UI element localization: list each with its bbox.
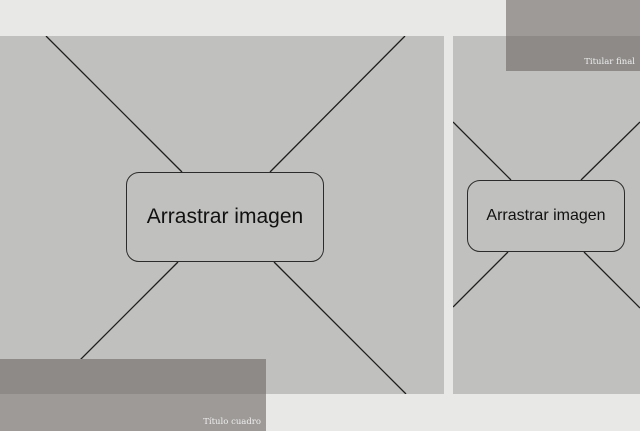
- placeholder-cross-icon: [453, 121, 640, 309]
- title-band: [506, 36, 640, 71]
- frame-title-block[interactable]: Título cuadro: [0, 359, 266, 431]
- final-title-block[interactable]: Titular final: [506, 0, 640, 71]
- drag-image-label: Arrastrar imagen: [486, 207, 606, 224]
- image-placeholder-left[interactable]: Arrastrar imagen: [0, 36, 444, 394]
- placeholder-cross-icon: [45, 36, 407, 394]
- frame-title-text: Título cuadro: [203, 417, 261, 427]
- drag-image-button-left[interactable]: Arrastrar imagen: [126, 172, 324, 262]
- drag-image-label: Arrastrar imagen: [146, 205, 304, 228]
- title-band: [0, 359, 266, 394]
- image-placeholder-right[interactable]: Arrastrar imagen: [453, 36, 640, 394]
- final-title-text: Titular final: [584, 57, 635, 67]
- drag-image-button-right[interactable]: Arrastrar imagen: [467, 180, 625, 252]
